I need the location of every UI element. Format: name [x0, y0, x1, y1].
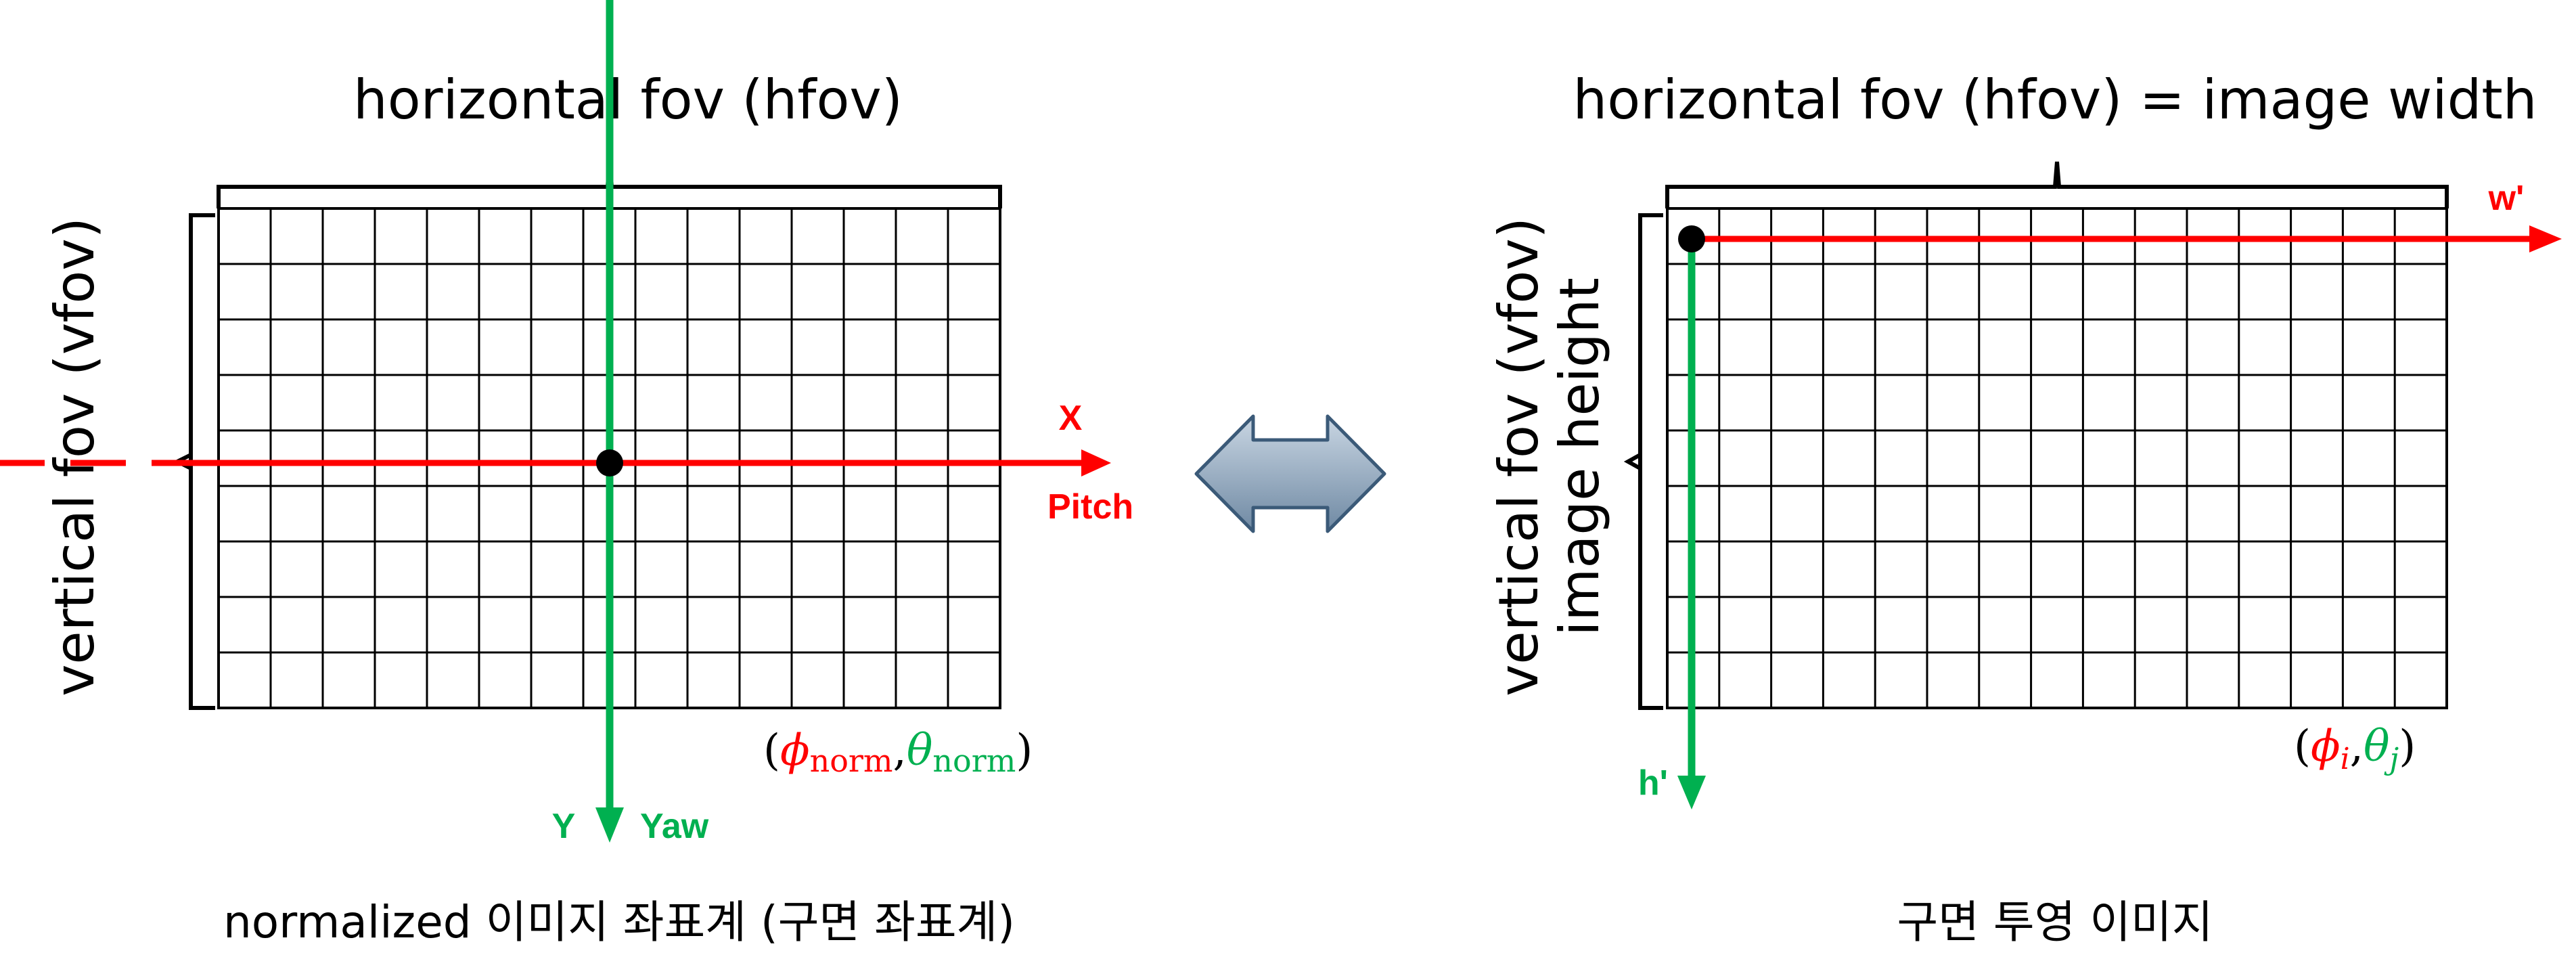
h-prime-label: h' — [1638, 763, 1668, 803]
right-grid — [1666, 207, 2448, 709]
yaw-arrowhead — [595, 807, 624, 843]
coord-theta-j-symbol: θ — [2364, 721, 2390, 772]
right-coord-label: (ϕi,θj) — [2294, 721, 2416, 776]
left-caption: normalized 이미지 좌표계 (구면 좌표계) — [223, 896, 1015, 948]
w-prime-label: w' — [2488, 179, 2525, 218]
coord-phi-symbol: ϕ — [780, 726, 810, 776]
left-coord-label: (ϕnorm,θnorm) — [763, 726, 1033, 779]
h-arrowhead — [1677, 776, 1706, 809]
left-vfov-label: vertical fov (vfov) — [43, 217, 106, 696]
pitch-axis — [0, 449, 1111, 476]
center-point-icon — [596, 449, 623, 476]
right-panel: horizontal fov (hfov) = image width vert… — [1487, 68, 2562, 948]
origin-point-icon — [1678, 225, 1705, 252]
coord-theta-symbol: θ — [907, 726, 933, 776]
right-hfov-label: horizontal fov (hfov) = image width — [1573, 68, 2537, 131]
yaw-axis — [595, 0, 624, 843]
x-axis-label: X — [1059, 399, 1083, 438]
right-hfov-brace — [1665, 161, 2449, 208]
right-vfov-label: vertical fov (vfov) — [1487, 217, 1550, 696]
coord-theta-subscript: norm — [932, 742, 1016, 779]
pitch-arrowhead — [1081, 449, 1111, 476]
right-caption: 구면 투영 이미지 — [1897, 896, 2213, 948]
convert-double-arrow-icon — [1194, 414, 1386, 533]
w-arrowhead — [2529, 225, 2562, 252]
coord-phi-i-subscript: i — [2341, 742, 2350, 776]
right-vfov-brace — [1623, 213, 1663, 710]
left-panel: horizontal fov (hfov) vertical fov (vfov… — [0, 0, 1133, 948]
yaw-label: Yaw — [640, 807, 709, 846]
w-axis — [1692, 225, 2562, 252]
h-axis — [1677, 239, 1706, 809]
coord-phi-i-symbol: ϕ — [2311, 721, 2341, 772]
left-hfov-label: horizontal fov (hfov) — [353, 68, 903, 131]
coord-phi-subscript: norm — [810, 742, 893, 779]
pitch-label: Pitch — [1047, 487, 1133, 527]
grid-border — [1666, 207, 2448, 709]
right-image-height-label: image height — [1548, 277, 1611, 636]
y-axis-label: Y — [552, 807, 576, 846]
